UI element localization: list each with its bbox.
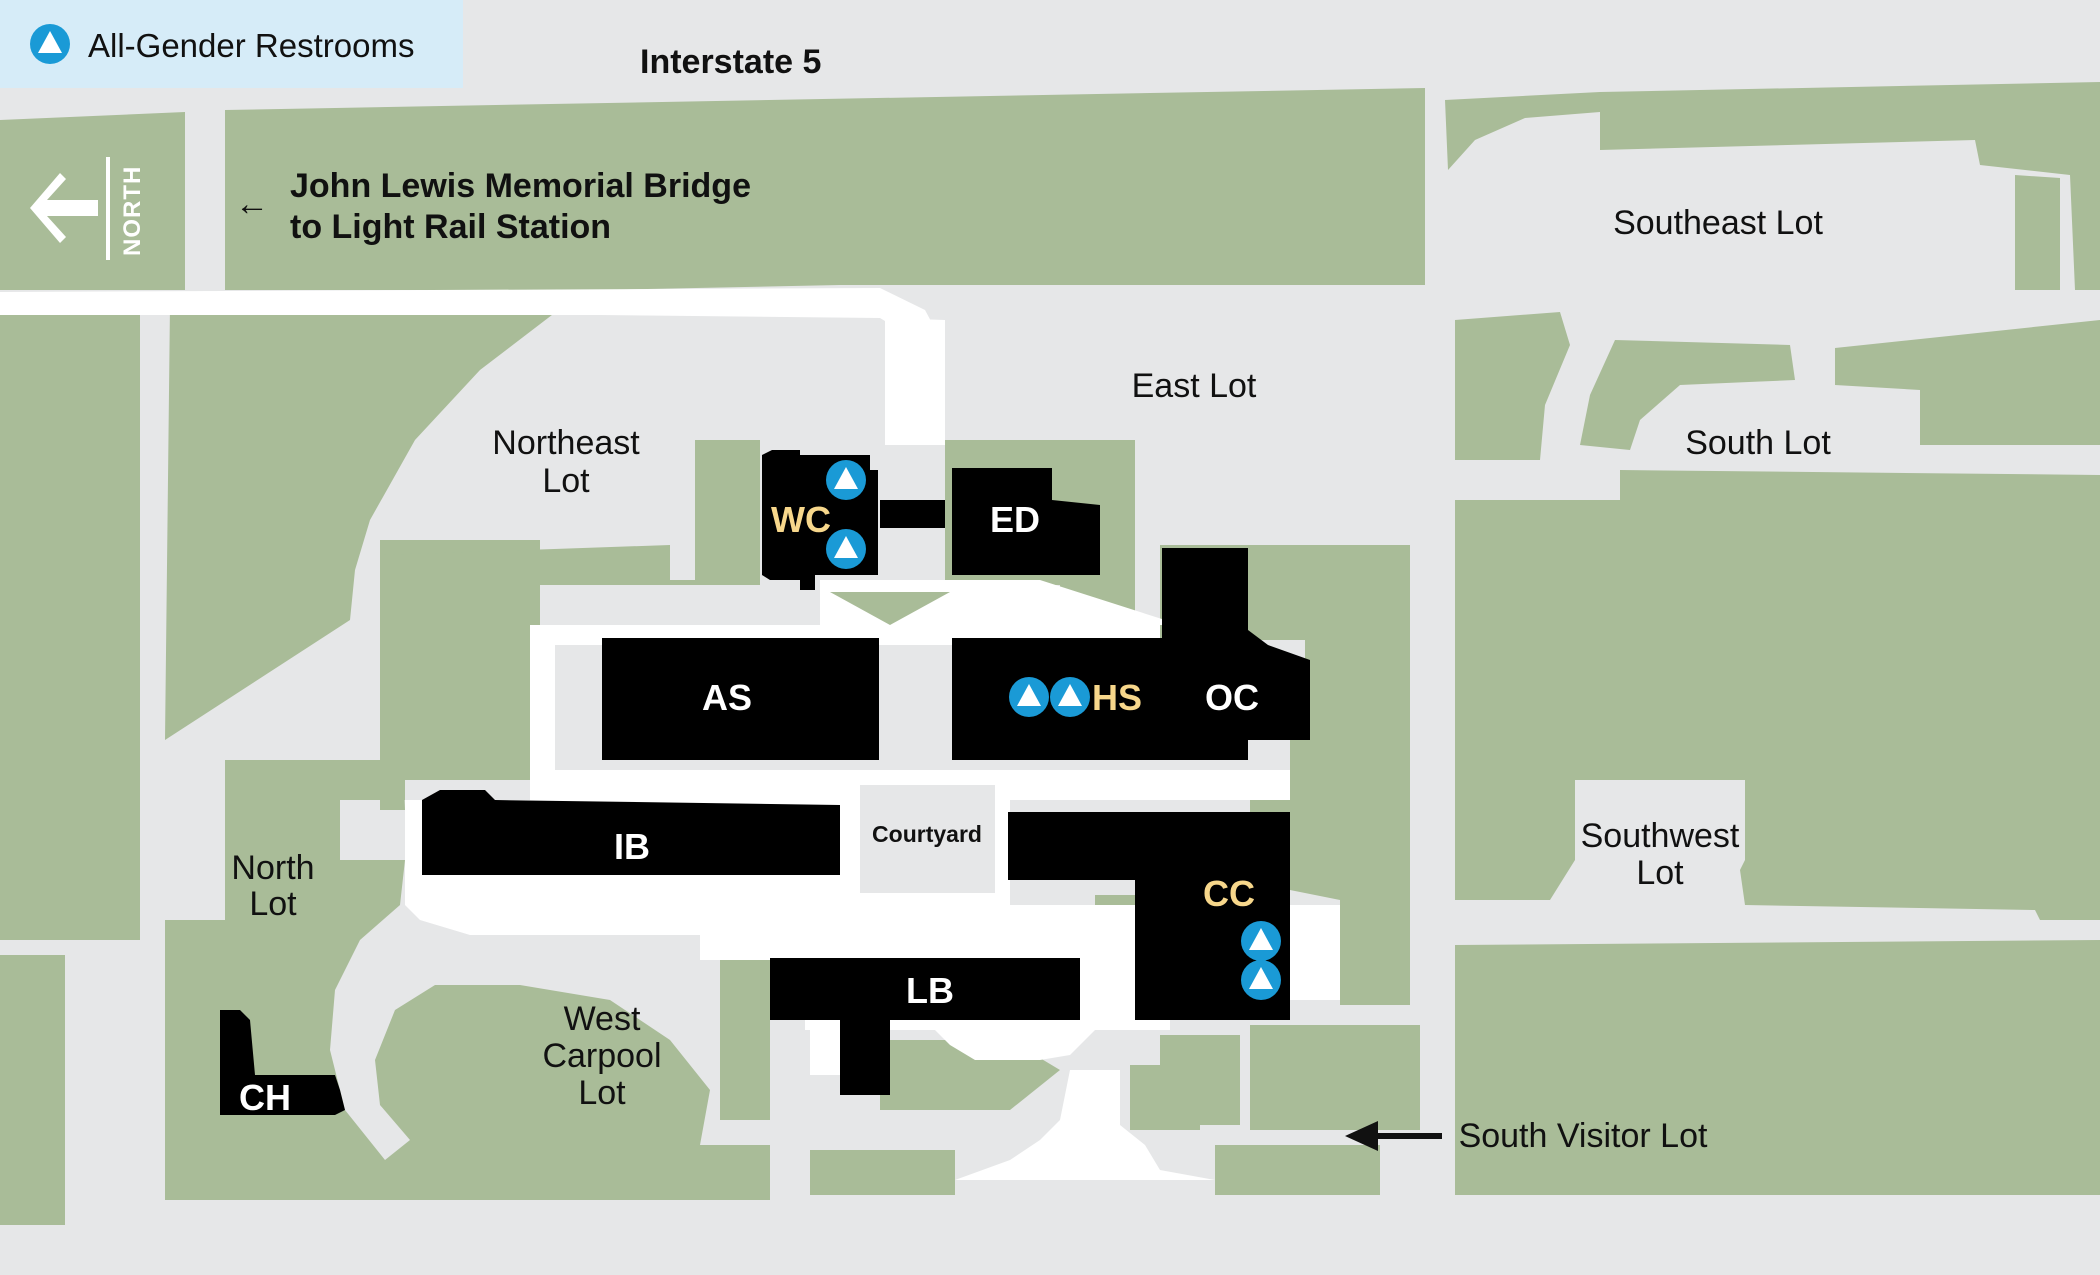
- courtyard-label: Courtyard: [872, 821, 982, 847]
- buildings: [220, 450, 1310, 1115]
- southwest-lot-label-line1: Southwest: [1581, 817, 1740, 855]
- arrow-left-icon: ←: [235, 185, 269, 223]
- north-lot-label-line2: Lot: [249, 885, 297, 923]
- legend-box: [0, 0, 463, 88]
- north-lot-label-line1: North: [231, 849, 314, 887]
- northeast-lot-label-line1: Northeast: [492, 424, 640, 462]
- building-as-label: AS: [702, 677, 752, 718]
- southeast-lot-label: Southeast Lot: [1613, 204, 1823, 242]
- restroom-cc-1-icon: [1241, 921, 1281, 961]
- green-areas: [0, 82, 2100, 1225]
- restroom-wc-south-icon: [826, 529, 866, 569]
- building-ed-label: ED: [990, 499, 1040, 540]
- building-lb-label: LB: [906, 970, 954, 1011]
- restroom-cc-2-icon: [1241, 960, 1281, 1000]
- courtyard: [860, 785, 995, 893]
- northeast-lot-label-line2: Lot: [542, 462, 590, 500]
- building-ib-label: IB: [614, 826, 650, 867]
- south-visitor-lot-label: South Visitor Lot: [1459, 1117, 1708, 1155]
- bridge-label-line2: to Light Rail Station: [290, 208, 611, 246]
- west-carpool-lot-label-line2: Carpool: [542, 1037, 661, 1075]
- building-hs-label: HS: [1092, 677, 1142, 718]
- north-label: NORTH: [119, 166, 146, 256]
- bridge-label-line1: John Lewis Memorial Bridge: [290, 167, 751, 205]
- building-cc-label: CC: [1203, 873, 1255, 914]
- east-lot-label: East Lot: [1132, 367, 1257, 405]
- restroom-hs-1-icon: [1009, 677, 1049, 717]
- restroom-hs-2-icon: [1050, 677, 1090, 717]
- building-wc-label: WC: [771, 499, 831, 540]
- building-oc-label: OC: [1205, 677, 1259, 718]
- all-gender-restroom-icon: [30, 24, 70, 64]
- arrow-left-black-icon: [1345, 1121, 1442, 1151]
- north-arrow: NORTH: [30, 157, 146, 260]
- building-ch-label: CH: [239, 1077, 291, 1118]
- south-lot-label: South Lot: [1685, 424, 1831, 462]
- west-carpool-lot-label-line3: Lot: [578, 1074, 626, 1112]
- restroom-wc-north-icon: [826, 460, 866, 500]
- interstate-label: Interstate 5: [640, 43, 821, 81]
- west-carpool-lot-label-line1: West: [564, 1000, 641, 1038]
- legend-label: All-Gender Restrooms: [88, 27, 414, 64]
- southwest-lot-label-line2: Lot: [1636, 854, 1684, 892]
